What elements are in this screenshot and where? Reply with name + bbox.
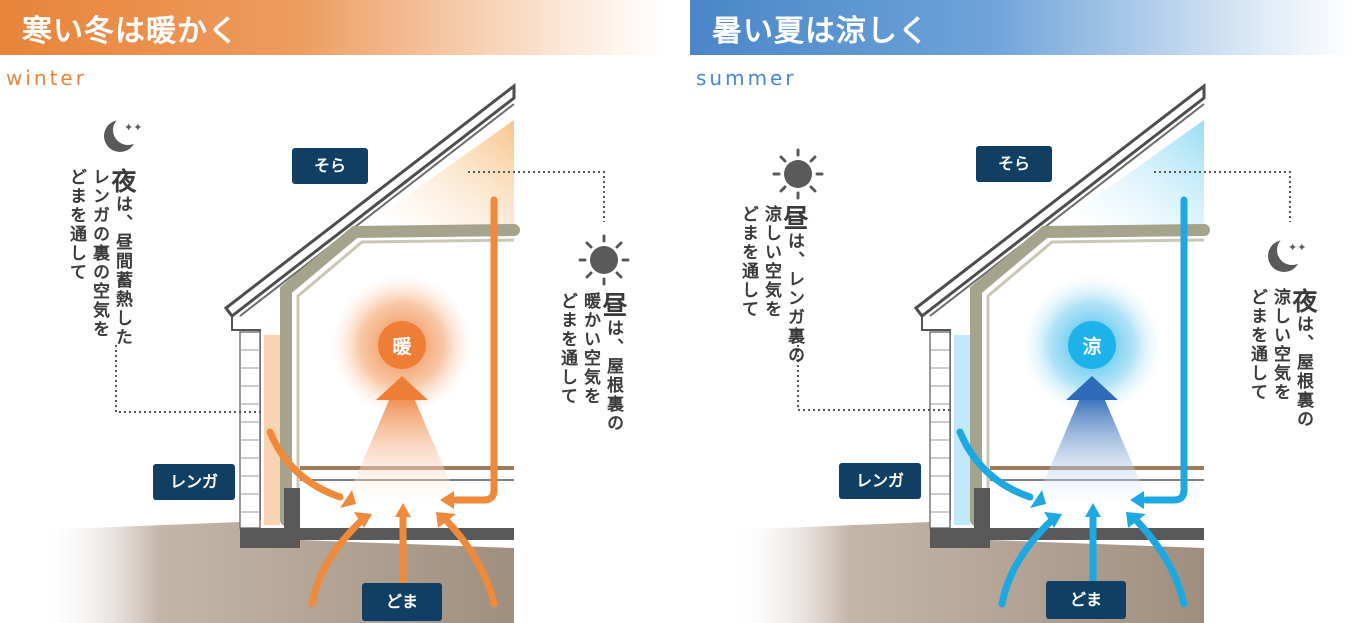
sun-icon bbox=[578, 234, 630, 286]
sky-tag: そら bbox=[292, 148, 368, 184]
moon-icon: ✦✦ bbox=[1268, 235, 1307, 272]
summer-right-note-line2: 涼しい空気を bbox=[1270, 288, 1290, 402]
brick-column bbox=[929, 331, 951, 529]
rising-arrow bbox=[376, 376, 428, 400]
winter-left-note-rest: は、昼間蓄熱した bbox=[112, 195, 132, 347]
winter-right-note-big: 昼 bbox=[599, 292, 628, 319]
attic-warm-air bbox=[380, 120, 514, 225]
insulation bbox=[280, 224, 520, 526]
sun-icon bbox=[772, 148, 824, 200]
summer-season-label: summer bbox=[696, 66, 797, 90]
attic-duct bbox=[452, 196, 498, 504]
summer-right-note-line3: どまを通して bbox=[1247, 288, 1267, 402]
winter-left-note-line2: レンガの裏の空気を bbox=[89, 168, 109, 339]
summer-left-note-line3: どまを通して bbox=[738, 205, 758, 319]
winter-title: 寒い冬は暖かく bbox=[22, 14, 239, 49]
winter-right-note-line2: 暖かい空気を bbox=[580, 292, 600, 406]
summer-left-note-line2: 涼しい空気を bbox=[761, 205, 781, 319]
svg-text:✦✦: ✦✦ bbox=[1288, 241, 1306, 254]
winter-right-note-line3: どまを通して bbox=[557, 292, 577, 406]
warm-label: 暖 bbox=[392, 336, 412, 358]
summer-panel: 暑い夏は涼しく summer bbox=[690, 0, 1354, 623]
summer-title: 暑い夏は涼しく bbox=[712, 14, 929, 49]
attic-duct bbox=[1142, 196, 1188, 504]
winter-season-label: winter bbox=[6, 66, 87, 90]
winter-right-note: 昼は、屋根裏の 暖かい空気を どまを通して bbox=[555, 292, 628, 472]
winter-panel: 寒い冬は暖かく winter bbox=[0, 0, 664, 623]
leader-right bbox=[1154, 171, 1291, 222]
winter-right-note-rest: は、屋根裏の bbox=[603, 319, 623, 433]
leader-left bbox=[115, 345, 262, 413]
summer-left-note-big: 昼 bbox=[780, 205, 809, 232]
cool-label: 涼 bbox=[1082, 336, 1102, 358]
roof bbox=[913, 82, 1206, 319]
insulation bbox=[970, 224, 1210, 526]
leader-left bbox=[797, 345, 952, 411]
ground-tag: どま bbox=[1046, 581, 1126, 619]
brick-tag: レンガ bbox=[153, 464, 235, 500]
svg-text:✦✦: ✦✦ bbox=[124, 121, 142, 134]
ground-tag: どま bbox=[362, 583, 442, 621]
cavity-flow bbox=[266, 428, 344, 501]
foundation bbox=[930, 488, 1204, 548]
moon-icon: ✦✦ bbox=[104, 115, 143, 152]
winter-left-note-big: 夜 bbox=[108, 168, 137, 195]
summer-left-note-rest: は、レンガ裏の bbox=[784, 232, 804, 365]
rising-air-cone bbox=[344, 398, 460, 505]
brick-column bbox=[239, 331, 261, 529]
winter-house-diagram: ✦✦ bbox=[40, 82, 630, 623]
summer-right-note-big: 夜 bbox=[1289, 288, 1318, 315]
sky-tag: そら bbox=[976, 146, 1052, 182]
roof bbox=[223, 82, 516, 319]
rising-air-cone bbox=[1034, 398, 1150, 505]
winter-left-note-line3: どまを通して bbox=[66, 168, 86, 282]
summer-right-note-rest: は、屋根裏の bbox=[1293, 315, 1313, 429]
attic-cool-air bbox=[1070, 120, 1204, 225]
ground-flow-right bbox=[442, 516, 498, 608]
ground-flow-right bbox=[1132, 516, 1188, 608]
ground-flow-left bbox=[308, 516, 366, 608]
summer-right-note: 夜は、屋根裏の 涼しい空気を どまを通して bbox=[1245, 288, 1318, 468]
rising-arrow bbox=[1066, 376, 1118, 400]
summer-banner bbox=[690, 0, 1354, 55]
leader-right bbox=[468, 171, 605, 222]
ground-flow-left bbox=[998, 516, 1056, 608]
winter-banner bbox=[0, 0, 664, 55]
cavity-flow bbox=[956, 428, 1034, 501]
foundation bbox=[240, 488, 514, 548]
summer-left-note: 昼は、レンガ裏の 涼しい空気を どまを通して bbox=[736, 205, 809, 405]
brick-tag: レンガ bbox=[839, 463, 921, 499]
winter-left-note: 夜は、昼間蓄熱した レンガの裏の空気を どまを通して bbox=[64, 168, 137, 378]
